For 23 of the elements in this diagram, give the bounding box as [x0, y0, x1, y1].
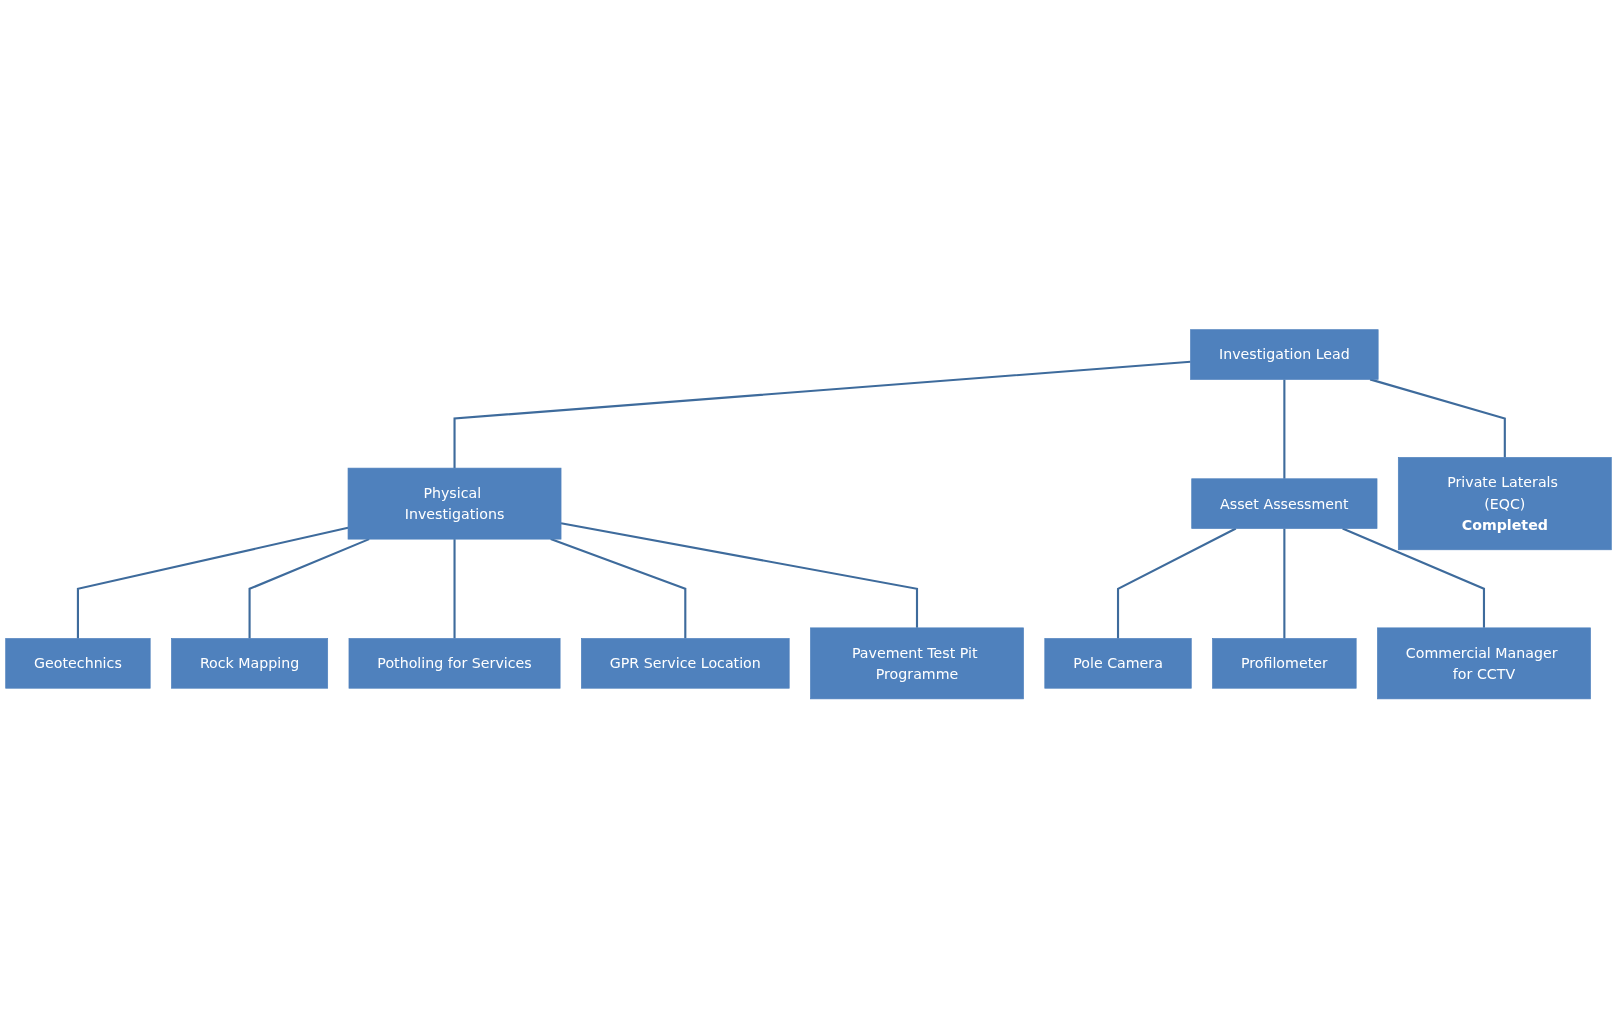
node-box: Pavement Test Pit Programme: [810, 627, 1024, 700]
connector: [453, 539, 456, 639]
node-box: Profilometer: [1212, 638, 1357, 689]
node-box: Potholing for Services: [348, 638, 561, 689]
node-box: Geotechnics: [5, 638, 151, 689]
connector: [1283, 528, 1286, 639]
node-box: Investigation Lead: [1190, 329, 1379, 380]
connector: [1369, 378, 1506, 458]
node-box: Pole Camera: [1044, 638, 1192, 689]
node-box: Physical Investigations: [347, 468, 562, 540]
connector: [76, 526, 349, 639]
node-box: Rock Mapping: [171, 638, 329, 689]
connector: [453, 360, 1191, 469]
connector: [560, 522, 919, 629]
node-box: Commercial Manager for CCTV: [1377, 627, 1591, 700]
connector: [1283, 379, 1286, 479]
node-box: Asset Assessment: [1191, 478, 1378, 530]
connector: [248, 538, 370, 639]
node-box: GPR Service Location: [581, 638, 790, 689]
node-box: Private Laterals (EQC) Completed: [1397, 457, 1612, 551]
connector: [1342, 527, 1486, 629]
connector: [1116, 527, 1237, 639]
connector: [550, 538, 687, 639]
